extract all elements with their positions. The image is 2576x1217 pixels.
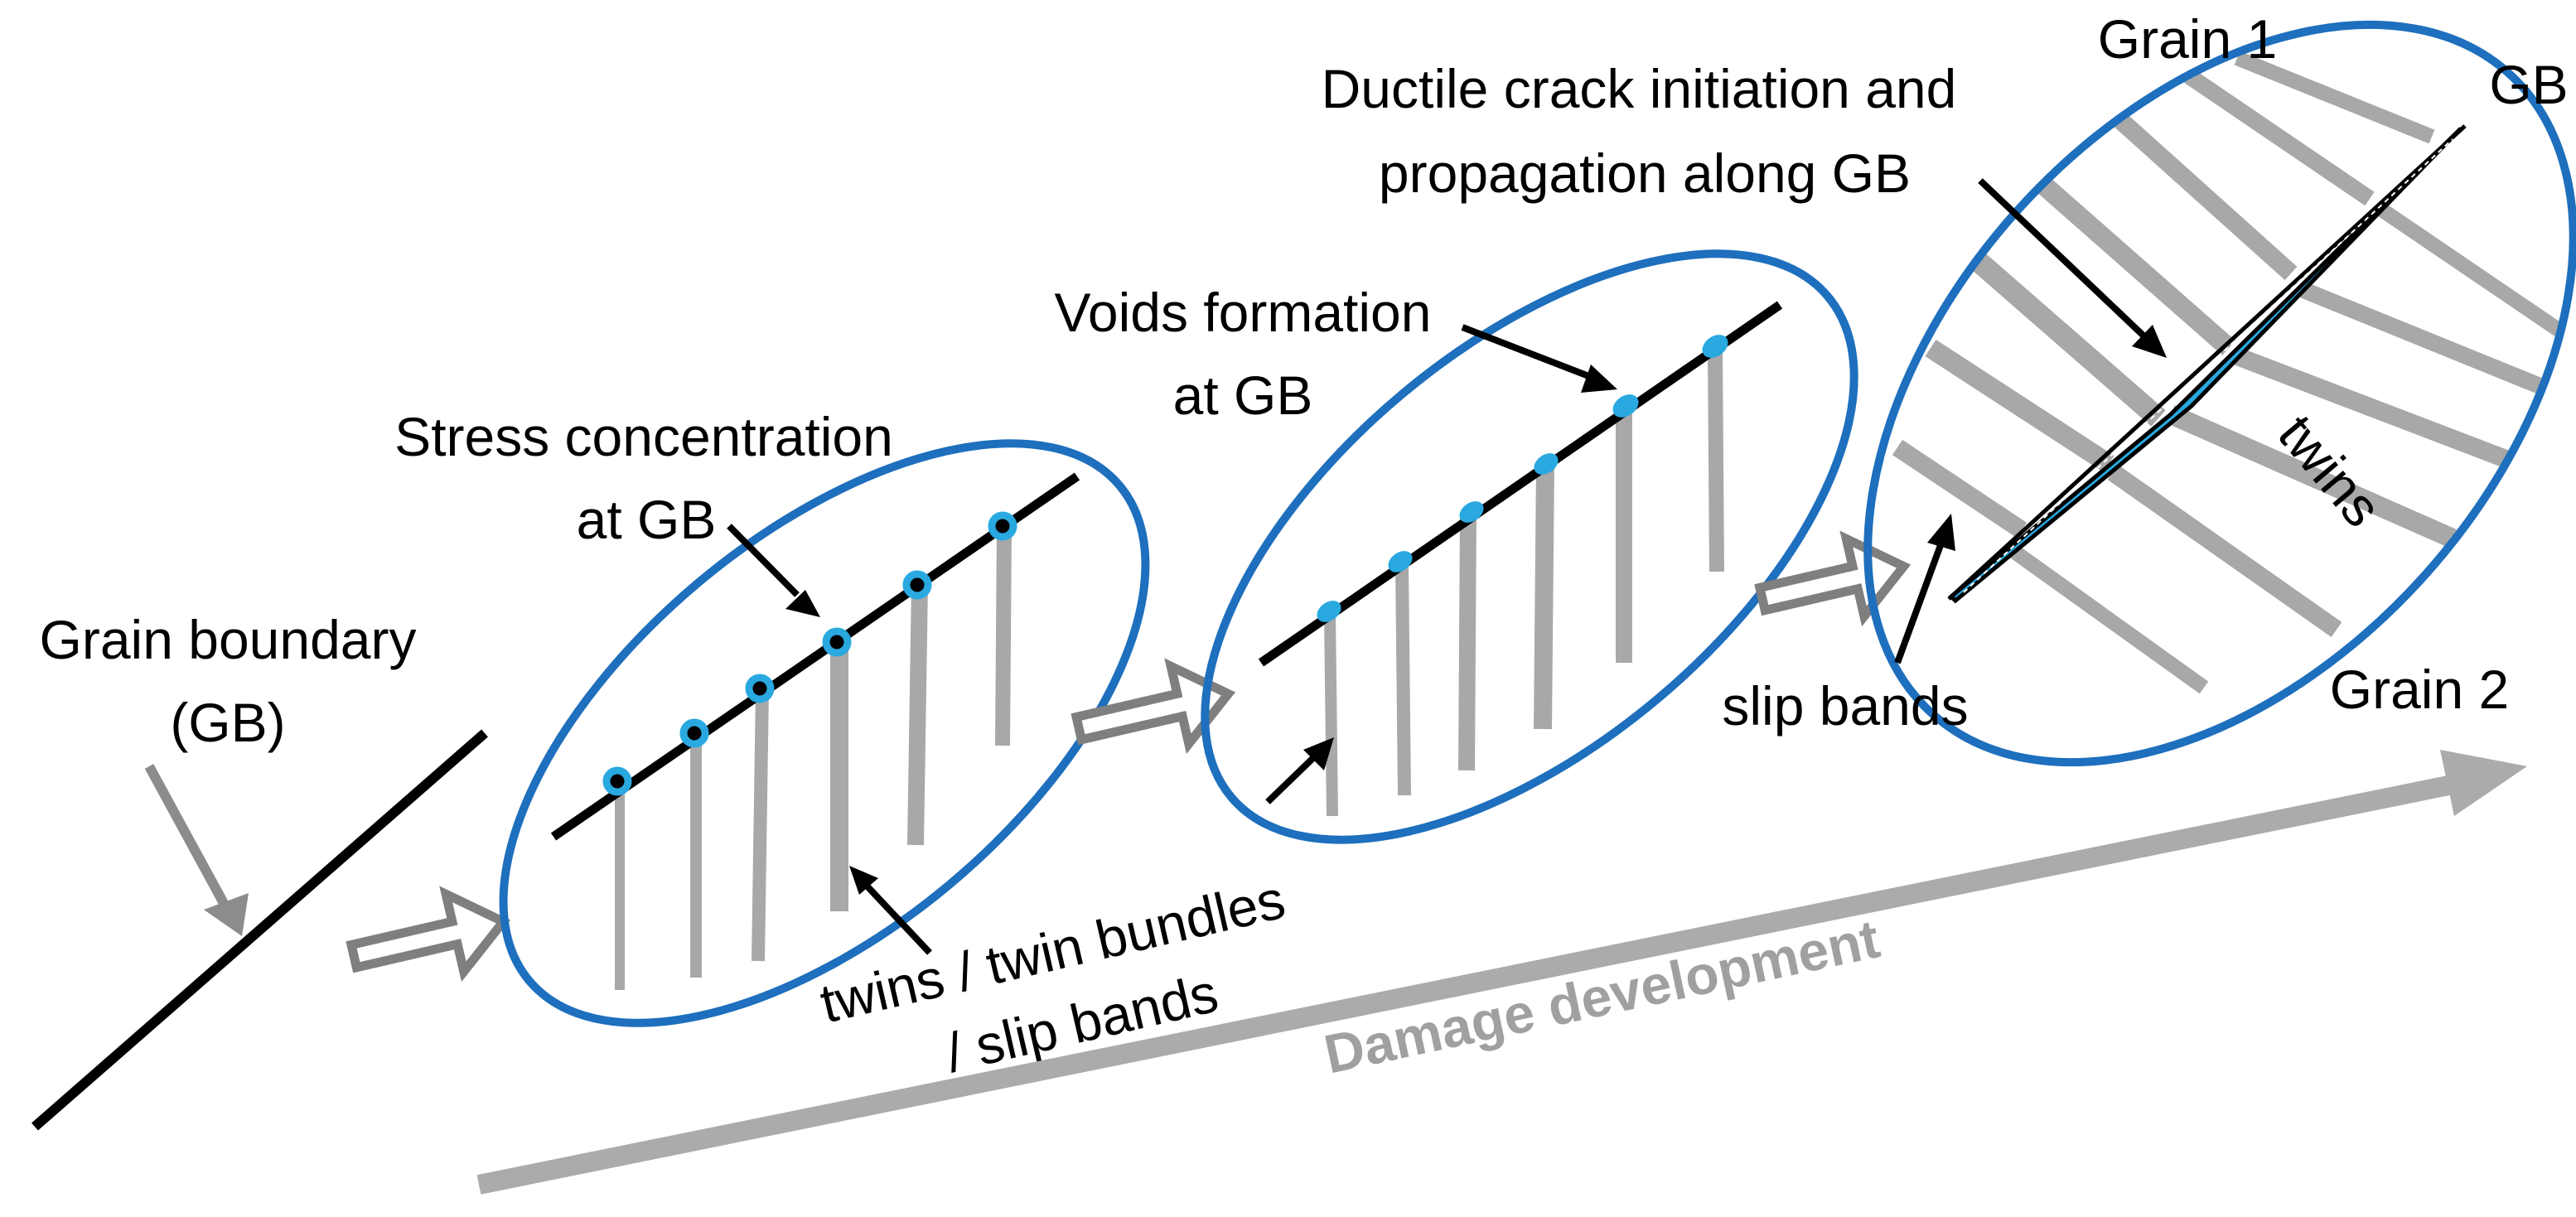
voids-pointer-arrowhead — [1581, 365, 1617, 393]
damage-development-arrow: Damage development — [476, 750, 2527, 1195]
slip-bands-label: slip bands — [1722, 675, 1968, 736]
stage-4-twins — [1892, 51, 2576, 694]
gb-label: GB — [2489, 54, 2568, 115]
stage-4-ductile-crack: Ductile crack initiation and propagation… — [1322, 8, 2576, 767]
stage-3-grain-boundary — [1258, 301, 1783, 667]
damage-arrow-head — [2440, 750, 2527, 816]
progress-arrow-3 — [1754, 530, 1911, 627]
stage-2-grain-boundary — [550, 472, 1080, 841]
damage-arrow-shaft — [476, 773, 2463, 1195]
slip-bands-pointer-arrow — [1894, 537, 1946, 664]
ductile-label-line2: propagation along GB — [1379, 142, 1911, 204]
twins-bundles-pointer-arrowhead — [849, 866, 878, 895]
stage-4-grain-boundary-white — [1963, 138, 2453, 593]
stage-3-ellipse — [1201, 249, 1858, 844]
stage-3-twins-pointer-arrow — [1265, 751, 1320, 804]
grain-boundary-label-line1: Grain boundary — [40, 609, 417, 670]
ductile-label-line1: Ductile crack initiation and — [1322, 58, 1957, 119]
voids-label-line1: Voids formation — [1055, 282, 1432, 343]
grain-boundary-pointer-arrow — [144, 764, 235, 918]
slip-bands-pointer-arrowhead — [1927, 514, 1955, 551]
stress-label-line1: Stress concentration — [394, 406, 893, 467]
stage-2-stress-concentration: Stress concentration at GB — [394, 406, 1150, 1027]
voids-label-line2: at GB — [1173, 365, 1313, 426]
ductile-pointer-arrowhead — [2132, 325, 2167, 358]
stress-pointer-arrowhead — [785, 590, 820, 617]
stage-2-stress-points — [602, 511, 1017, 796]
grain-boundary-label-line2: (GB) — [170, 692, 285, 753]
stage-4-grain-boundary — [1947, 124, 2467, 601]
stage-3-twins — [1324, 347, 1724, 817]
stage-3-twins-pointer-arrowhead — [1303, 737, 1334, 770]
grain-1-label: Grain 1 — [2098, 8, 2277, 70]
ductile-pointer-arrow — [1978, 178, 2148, 340]
voids-pointer-arrow — [1461, 324, 1592, 380]
stress-label-line2: at GB — [577, 489, 717, 550]
stress-pointer-arrow — [727, 524, 800, 597]
crack-shape — [1948, 127, 2462, 604]
stage-3-voids — [1317, 335, 1728, 622]
progress-arrow-1 — [346, 886, 511, 983]
stage-1-grain-boundary: Grain boundary (GB) — [31, 609, 488, 1131]
stage-2-ellipse — [499, 439, 1150, 1027]
stage-4-ellipse — [1863, 20, 2576, 767]
stage-3-voids-formation: Voids formation at GB — [1055, 249, 1858, 844]
stage-2-twins — [615, 525, 1012, 990]
grain-2-label: Grain 2 — [2330, 659, 2509, 720]
grain-boundary-pointer-arrowhead — [204, 893, 249, 936]
grain-boundary-line — [31, 729, 488, 1131]
twins-bundles-pointer-arrow — [863, 882, 932, 955]
